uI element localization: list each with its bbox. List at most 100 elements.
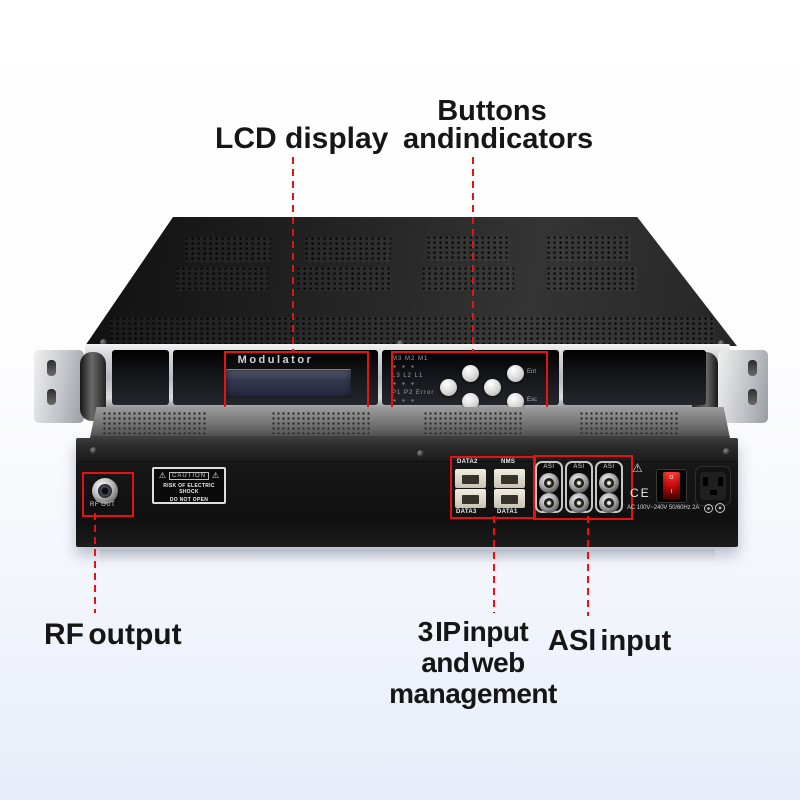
rf-output-label: RF output (44, 618, 182, 651)
esc-button-label: Esc (527, 397, 538, 403)
switch-off-mark: O (669, 475, 674, 481)
screw-icon (397, 340, 404, 347)
power-switch-rocker: O I (663, 472, 680, 499)
asi-input-label: ASl input (548, 625, 672, 657)
asi-bnc-column: ASI (565, 461, 593, 513)
rack-ear-slot (47, 360, 56, 376)
bnc-center-pin (544, 498, 554, 508)
iec-pin-slot (703, 477, 708, 486)
ip-label-line2: and web (421, 647, 525, 678)
nav-up-button (462, 365, 479, 382)
led-labels-row2: L3 L2 L1 (392, 373, 424, 379)
eth-label-data2: DATA2 (457, 459, 478, 465)
caution-title: CAUTION (169, 471, 209, 480)
iec-pin-slot (718, 477, 723, 486)
vent-pattern (305, 237, 391, 263)
vent-pattern (103, 412, 207, 434)
bnc-connector (599, 473, 619, 493)
buttons-label-line2: andindicators (403, 123, 594, 155)
ethernet-port (455, 489, 486, 508)
caution-line2: DO NOT OPEN (169, 497, 209, 503)
led-dots (393, 382, 420, 385)
iec-inner-face (700, 472, 726, 500)
rack-ear-right (718, 350, 768, 423)
vent-pattern (110, 317, 714, 344)
nav-center-button (484, 379, 501, 396)
ent-button-label: Ent (527, 369, 537, 375)
vent-pattern (580, 412, 680, 434)
asi-bnc-column: ASI (595, 461, 623, 513)
screw-icon (723, 448, 730, 455)
screw-icon (718, 340, 725, 347)
rj45-opening (501, 495, 518, 504)
front-blank-panel (563, 350, 706, 405)
rj45-opening (501, 475, 518, 484)
nav-down-button (462, 393, 479, 410)
cert-mark-icon (704, 504, 713, 513)
led-labels-row3: P1 P2 Error (392, 390, 435, 396)
front-blank-panel (112, 350, 169, 405)
bnc-connector (539, 493, 559, 513)
callout-dashed-line-asi (587, 516, 589, 616)
switch-on-mark: I (670, 489, 673, 495)
eth-label-nms: NMS (501, 459, 516, 465)
power-rating-text: AC 100V~240V 50/60Hz 2A (627, 505, 700, 511)
rack-ear-slot (748, 360, 757, 376)
callout-dashed-line-ip (493, 516, 495, 613)
bnc-connector (599, 493, 619, 513)
led-dots (393, 399, 420, 402)
ip-label-line3: management (389, 678, 557, 709)
vent-pattern (185, 237, 271, 263)
vent-pattern (176, 267, 268, 291)
vent-pattern (272, 412, 372, 434)
vent-pattern (547, 267, 637, 291)
screw-icon (100, 339, 107, 346)
rack-ear-left (34, 350, 84, 423)
bnc-center-pin (544, 478, 554, 488)
bnc-center-pin (574, 478, 584, 488)
esc-button (507, 393, 524, 410)
asi-port-label: ASI (543, 464, 555, 470)
bnc-callout-box (533, 455, 633, 520)
buttons-label-line1: Buttons (437, 95, 547, 127)
caution-line1: RISK OF ELECTRIC SHOCK (163, 483, 215, 495)
ethernet-port (494, 469, 525, 488)
rf-port-label: RF OUT (90, 502, 116, 508)
asi-bnc-column: ASI (535, 461, 563, 513)
lcd-display-label: LCD display (215, 122, 389, 155)
lcd-panel-title: Modulator (237, 354, 314, 366)
bnc-connector (569, 473, 589, 493)
rf-connector-center (98, 484, 112, 498)
ip-label-line1: 3 IP input (417, 616, 529, 647)
callout-dashed-line-lcd (292, 157, 294, 352)
screw-icon (90, 447, 97, 454)
rf-output-connector (92, 478, 118, 504)
asi-port-label: ASI (603, 464, 615, 470)
ethernet-port (494, 489, 525, 508)
bnc-connector (569, 493, 589, 513)
ethernet-callout-box (450, 456, 536, 519)
callout-dashed-line-rf (94, 513, 96, 613)
bnc-center-pin (604, 498, 614, 508)
rear-unit-reflection (100, 549, 715, 563)
iec-power-inlet (695, 466, 731, 506)
warning-triangle-icon: ⚠ (158, 471, 166, 480)
cert-mark-icon (715, 503, 725, 513)
vent-pattern (424, 412, 524, 434)
led-dots (393, 365, 420, 368)
eth-label-data3: DATA3 (456, 509, 477, 515)
lcd-screen (226, 369, 351, 398)
bnc-connector (539, 473, 559, 493)
buttons-indicators-label: Buttons andindicators (403, 95, 594, 155)
rear-panel-seam (78, 461, 736, 462)
eth-label-data1: DATA1 (497, 509, 518, 515)
nav-left-button (440, 379, 457, 396)
rack-ear-slot (47, 389, 56, 405)
rack-ear-slot (748, 389, 757, 405)
vent-pattern (427, 236, 509, 262)
asi-port-label: ASI (573, 464, 585, 470)
callout-dashed-line-buttons (472, 157, 474, 352)
rj45-opening (462, 495, 479, 504)
vent-pattern (297, 267, 391, 291)
